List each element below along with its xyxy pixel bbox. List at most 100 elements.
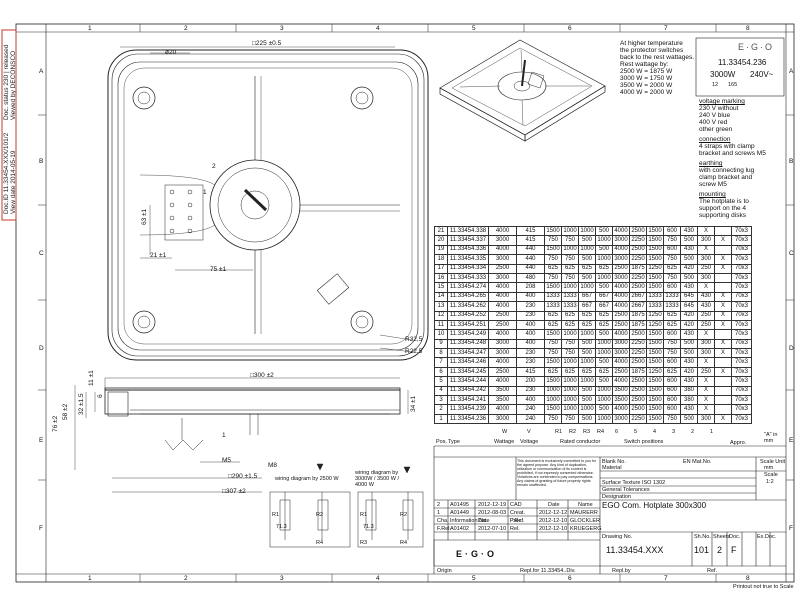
table-cell: 2250 bbox=[629, 254, 647, 265]
table-cell: 1000 bbox=[561, 395, 579, 406]
table-cell: 1500 bbox=[646, 282, 664, 293]
note-voltage-title: voltage marking bbox=[699, 98, 745, 105]
table-cell: 70x3 bbox=[731, 404, 752, 415]
table-cell: 750 bbox=[663, 348, 681, 359]
dim-34: 34 ±1 bbox=[410, 395, 417, 412]
table-cell: 625 bbox=[561, 310, 579, 321]
table-cell: 11 bbox=[434, 319, 448, 331]
table-cell: 4000 bbox=[612, 357, 630, 368]
table-cell: 1500 bbox=[544, 244, 562, 256]
table-cell: 430 bbox=[697, 301, 715, 312]
grid-col-8-bottom: 8 bbox=[746, 575, 750, 582]
label-plate-power: 3000W bbox=[710, 70, 736, 79]
table-cell: X bbox=[714, 310, 732, 321]
table-cell: 4000 bbox=[488, 404, 517, 415]
table-cell: 1333 bbox=[544, 291, 562, 303]
table-cell: 625 bbox=[544, 366, 562, 378]
table-cell: 1250 bbox=[646, 263, 664, 274]
table-cell: 1333 bbox=[663, 301, 681, 312]
table-cell: 600 bbox=[663, 376, 681, 387]
table-cell: 420 bbox=[680, 310, 698, 321]
table-cell: 11.33454.248 bbox=[447, 338, 489, 350]
note-rest-3: 3500 W = 2000 W bbox=[620, 82, 673, 89]
unit-cell: 3 bbox=[672, 429, 676, 435]
table-cell: 400 bbox=[516, 338, 545, 350]
table-cell bbox=[714, 272, 732, 284]
table-cell: 11.33454.337 bbox=[447, 235, 489, 246]
table-cell: 1333 bbox=[646, 301, 664, 312]
name-label: Name bbox=[578, 502, 593, 508]
doc-value: F bbox=[731, 545, 737, 555]
table-cell: 1333 bbox=[561, 301, 579, 312]
table-cell: 750 bbox=[544, 235, 562, 246]
table-cell: 600 bbox=[663, 395, 681, 406]
header-appro: Appro. bbox=[730, 440, 747, 446]
table-cell: X bbox=[714, 366, 732, 378]
table-cell: 415 bbox=[516, 366, 545, 378]
table-cell: 1250 bbox=[646, 310, 664, 321]
table-cell: 3000 bbox=[488, 348, 517, 359]
table-cell: 625 bbox=[595, 319, 613, 331]
table-cell: 300 bbox=[697, 413, 715, 425]
table-cell: 625 bbox=[544, 263, 562, 274]
table-cell: 750 bbox=[663, 272, 681, 284]
ref-label: Ref. bbox=[707, 568, 718, 574]
dim-21: 21 ±1 bbox=[150, 252, 167, 259]
surface-label: Surface Texture ISO 1302 bbox=[602, 480, 666, 486]
table-cell bbox=[714, 385, 732, 397]
table-cell: 4000 bbox=[612, 329, 630, 340]
table-cell: 1000 bbox=[595, 338, 613, 350]
table-cell: 70x3 bbox=[731, 225, 752, 237]
unit-cell: 5 bbox=[634, 429, 638, 435]
table-cell: 1500 bbox=[544, 225, 562, 237]
table-cell: 3000 bbox=[488, 338, 517, 350]
table-cell: 240 bbox=[516, 413, 545, 425]
unit-cell: V bbox=[527, 429, 531, 435]
grid-row-e-right: E bbox=[789, 437, 794, 444]
table-cell: 3500 bbox=[612, 395, 630, 406]
grid-col-2: 2 bbox=[184, 25, 188, 32]
table-cell: X bbox=[714, 338, 732, 350]
revision-cell: Date bbox=[478, 518, 490, 524]
date-label: Date bbox=[548, 502, 560, 508]
drawing-no-value: 11.33454.XXX bbox=[606, 545, 664, 555]
table-cell: 1000 bbox=[561, 225, 579, 237]
scale-label: Scale bbox=[764, 472, 778, 478]
disclaimer-text: This document is exclusively committed t… bbox=[517, 459, 597, 487]
note-intro-2: the protector switches bbox=[620, 47, 684, 54]
wiring-r2-b: R2 bbox=[400, 512, 408, 518]
stamp-doc-id: Doc.ID 11.33454.XXX/101/2 bbox=[3, 132, 10, 214]
table-cell: 11.33454.245 bbox=[447, 366, 489, 378]
table-cell: 7 bbox=[434, 357, 448, 368]
table-cell: 500 bbox=[578, 385, 596, 397]
table-cell: 500 bbox=[578, 272, 596, 284]
wiring-diagram-2500-label: wiring diagram by 2500 W bbox=[275, 476, 339, 482]
grid-col-3-bottom: 3 bbox=[280, 575, 284, 582]
table-cell: 20 bbox=[434, 235, 448, 246]
table-cell: 1 bbox=[434, 413, 448, 425]
table-cell: 3500 bbox=[488, 395, 517, 406]
grid-row-d-right: D bbox=[789, 345, 794, 352]
table-cell: 415 bbox=[516, 225, 545, 237]
table-cell: 5 bbox=[434, 376, 448, 387]
table-cell: 250 bbox=[697, 263, 715, 274]
table-cell: 3 bbox=[434, 395, 448, 406]
table-cell: 11.33454.262 bbox=[447, 301, 489, 312]
table-cell: 4000 bbox=[612, 404, 630, 415]
dim-75: 75 ±1 bbox=[210, 266, 227, 273]
table-cell: 400 bbox=[516, 319, 545, 331]
note-rest-4: 4000 W = 2000 W bbox=[620, 89, 673, 96]
table-cell: 750 bbox=[544, 413, 562, 425]
table-cell: 11.33454.242 bbox=[447, 385, 489, 397]
crea-label: Creat. bbox=[510, 510, 525, 516]
table-cell: 2500 bbox=[612, 366, 630, 378]
table-cell: 2667 bbox=[629, 301, 647, 312]
table-cell: 430 bbox=[680, 244, 698, 256]
table-cell bbox=[714, 376, 732, 387]
table-cell: 70x3 bbox=[731, 310, 752, 321]
table-cell bbox=[714, 329, 732, 340]
